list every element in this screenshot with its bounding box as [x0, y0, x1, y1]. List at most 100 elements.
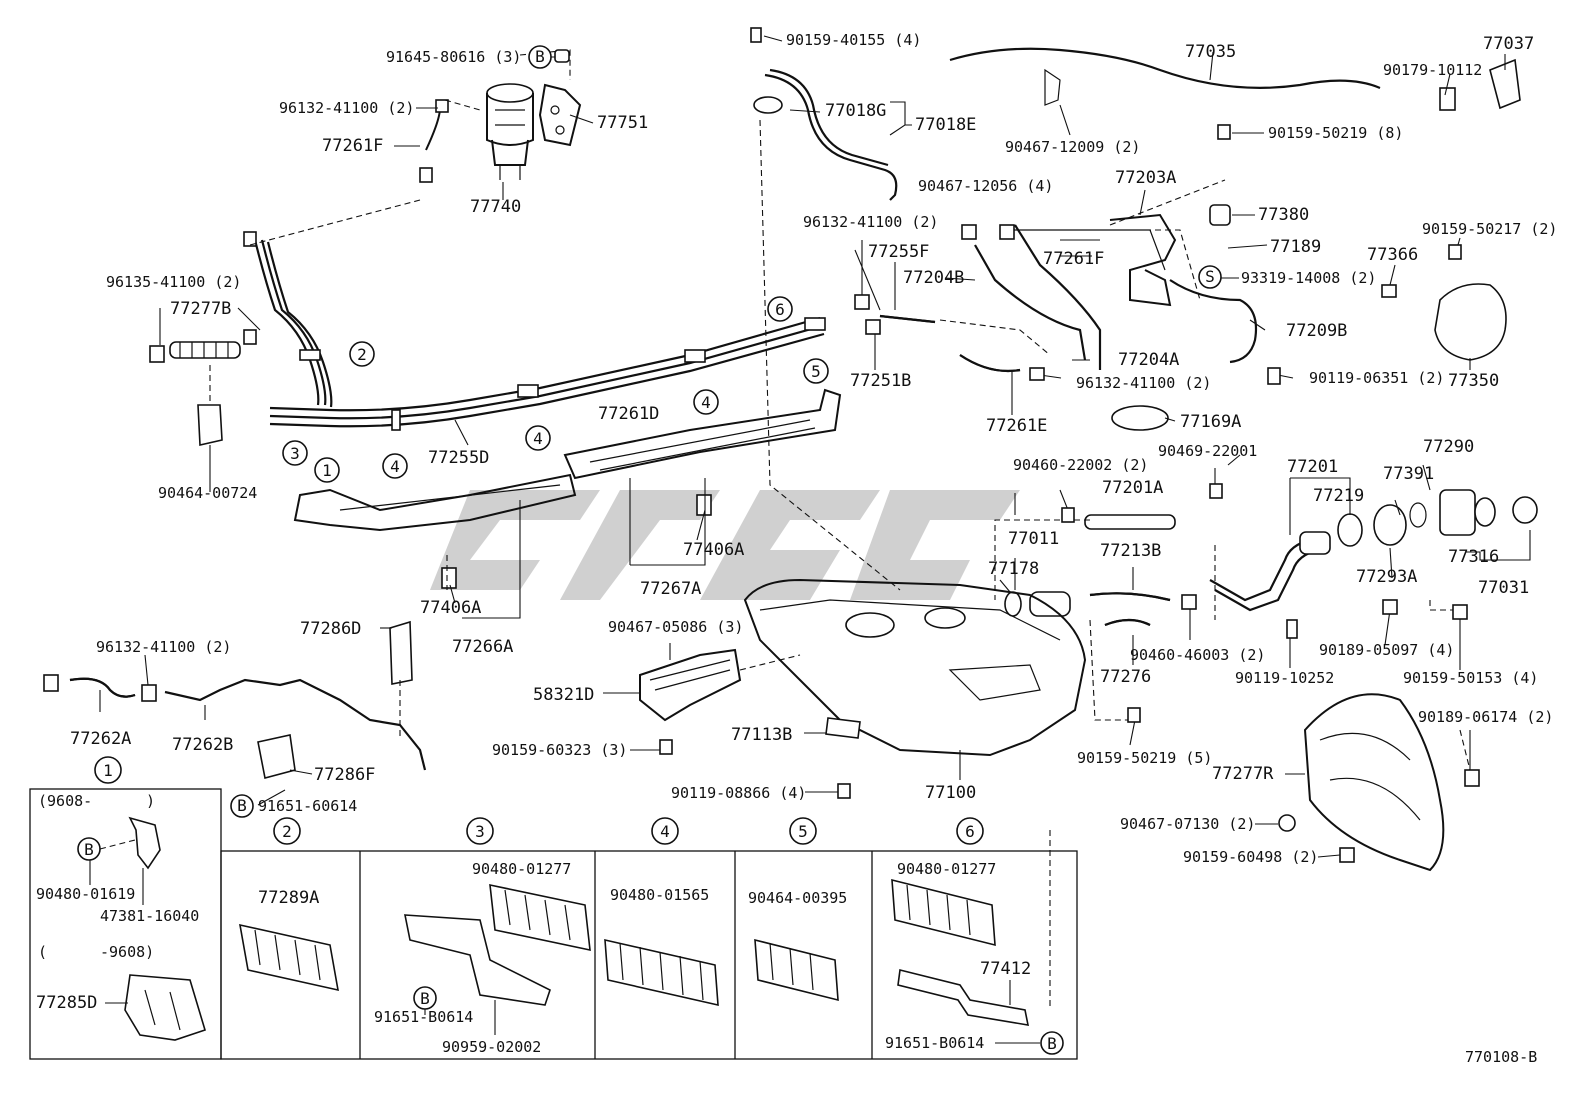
label-77261E: 77261E [986, 416, 1047, 436]
inset-1-range-bottom: -9608) [100, 943, 154, 961]
label-77262A: 77262A [70, 729, 131, 749]
label-77406A-a: 77406A [683, 540, 744, 560]
callout-6: 6 [775, 300, 785, 319]
label-90467-05086: 90467-05086 (3) [608, 618, 743, 636]
label-96132-41100-c: 96132-41100 (2) [1076, 374, 1211, 392]
label-90467-12056: 90467-12056 (4) [918, 177, 1053, 195]
label-77277B: 77277B [170, 299, 231, 319]
hose-77261E [959, 354, 1021, 373]
label-90119-10252: 90119-10252 [1235, 669, 1334, 687]
label-77209B: 77209B [1286, 321, 1347, 341]
inset-1-range-top: (9608- [38, 792, 92, 810]
callout-3: 3 [290, 444, 300, 463]
label-90159-50153: 90159-50153 (4) [1403, 669, 1538, 687]
label-77251B: 77251B [850, 371, 911, 391]
label-77406A-b: 77406A [420, 598, 481, 618]
pipe-77204 [974, 224, 1166, 370]
panel-3-part-a: 90480-01277 [472, 860, 571, 878]
panel-2-part-a: 77289A [258, 888, 319, 908]
label-77267A: 77267A [640, 579, 701, 599]
bracket-77286D [389, 620, 413, 685]
label-77266A: 77266A [452, 637, 513, 657]
panel-6-callout-b: B [1047, 1034, 1057, 1053]
tube-77262A [69, 677, 136, 698]
panel-6-part-a: 90480-01277 [897, 860, 996, 878]
label-90159-50219-b: 90159-50219 (5) [1077, 749, 1212, 767]
label-90467-07130: 90467-07130 (2) [1120, 815, 1255, 833]
label-96135-41100: 96135-41100 (2) [106, 273, 241, 291]
panel-6-part-b: 77412 [980, 959, 1031, 979]
valve-77380 [1209, 204, 1231, 226]
label-77204B: 77204B [903, 268, 964, 288]
label-77219: 77219 [1313, 486, 1364, 506]
label-77178: 77178 [988, 559, 1039, 579]
label-90460-22002: 90460-22002 (2) [1013, 456, 1148, 474]
label-77366: 77366 [1367, 245, 1418, 265]
panel-6-number: 6 [965, 822, 975, 841]
fuel-tube-bundle [243, 231, 826, 431]
label-77286D: 77286D [300, 619, 361, 639]
label-90469-22001: 90469-22001 [1158, 442, 1257, 460]
protector-77267A [563, 388, 842, 480]
label-77286F: 77286F [314, 765, 375, 785]
label-90179-10112: 90179-10112 [1383, 61, 1482, 79]
label-77261F-b: 77261F [1043, 249, 1104, 269]
label-77204A: 77204A [1118, 350, 1179, 370]
label-77277R: 77277R [1212, 764, 1274, 784]
gasket-77169A [1111, 405, 1169, 431]
label-96132-41100-d: 96132-41100 (2) [96, 638, 231, 656]
pad-77113B [825, 717, 861, 739]
panel-3-callout-b: B [420, 989, 430, 1008]
pipe-77209B [1169, 279, 1258, 364]
bottom-panels: 2 77289A 3 90480-01277 B 91651-B0614 909… [220, 817, 1078, 1060]
label-90460-46003: 90460-46003 (2) [1130, 646, 1265, 664]
callout-1: 1 [322, 461, 332, 480]
label-90159-60323: 90159-60323 (3) [492, 741, 627, 759]
panel-6-part-c: 91651-B0614 [885, 1034, 984, 1052]
inset-1-part-a: 90480-01619 [36, 885, 135, 903]
label-77261D: 77261D [598, 404, 659, 424]
inset-1-callout-b: B [84, 840, 94, 859]
label-77380: 77380 [1258, 205, 1309, 225]
label-93319-14008: 93319-14008 (2) [1241, 269, 1376, 287]
label-77213B: 77213B [1100, 541, 1161, 561]
label-90119-06351: 90119-06351 (2) [1309, 369, 1444, 387]
label-77035: 77035 [1185, 42, 1236, 62]
fuel-lid-77350 [1434, 283, 1507, 361]
callout-b-top: B [535, 47, 545, 66]
hose-77261F-top [425, 107, 441, 151]
dashed-leaders [209, 49, 1471, 1010]
shield-58321D [639, 648, 742, 722]
ring-77178 [1004, 591, 1071, 617]
label-77100: 77100 [925, 783, 976, 803]
panel-5-number: 5 [798, 822, 808, 841]
label-77751: 77751 [597, 113, 648, 133]
leader-lines [99, 35, 1531, 858]
label-77276: 77276 [1100, 667, 1151, 687]
callout-2: 2 [357, 345, 367, 364]
diagram-id: 770108-B [1465, 1048, 1537, 1066]
inset-1-box: 1 (9608- ) B 90480-01619 47381-16040 ( -… [29, 756, 222, 1060]
label-96132-41100-a: 96132-41100 (2) [279, 99, 414, 117]
label-77293A: 77293A [1356, 567, 1417, 587]
label-90119-08866: 90119-08866 (4) [671, 784, 806, 802]
part-labels: 91645-80616 (3) 96132-41100 (2) 77751 77… [70, 31, 1557, 866]
inset-1-range-bottom-open: ( [38, 943, 47, 961]
panel-3-number: 3 [475, 822, 485, 841]
label-77018G: 77018G [825, 101, 886, 121]
label-77262B: 77262B [172, 735, 233, 755]
clip-90464-00724 [197, 404, 223, 446]
label-77031: 77031 [1478, 578, 1529, 598]
label-96132-41100-b: 96132-41100 (2) [803, 213, 938, 231]
label-77169A: 77169A [1180, 412, 1241, 432]
vent-hose-77018 [750, 27, 898, 201]
panel-2-number: 2 [282, 822, 292, 841]
hose-77213B [1089, 592, 1171, 627]
panel-3-part-b: 91651-B0614 [374, 1008, 473, 1026]
bracket-77203A [1109, 213, 1177, 307]
label-77255D: 77255D [428, 448, 489, 468]
label-90159-50217: 90159-50217 (2) [1422, 220, 1557, 238]
panel-3-part-c: 90959-02002 [442, 1038, 541, 1056]
label-77201A: 77201A [1102, 478, 1163, 498]
